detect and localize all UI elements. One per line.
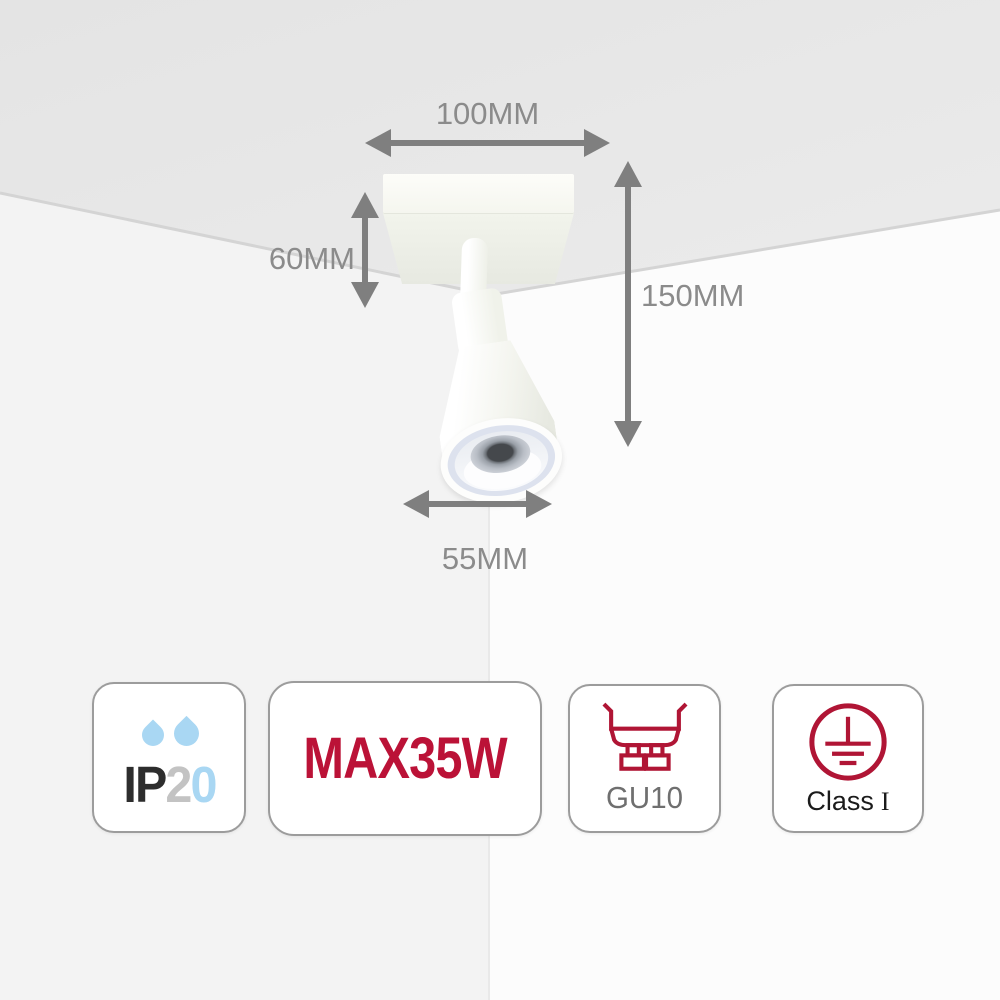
dim-label-plate-depth: 60MM [268,241,355,276]
dim-label-head-width: 55MM [441,541,529,576]
ip-rating-badge: IP20 [92,682,246,833]
dim-label-width: 100MM [435,96,540,131]
earth-ground-icon [809,703,887,781]
ceiling-plane [0,0,1000,295]
mounting-plate [383,174,574,214]
max-wattage-text: MAX35W [303,726,507,791]
ip-rating-text: IP20 [122,756,217,813]
water-drops-icon [94,714,244,758]
dim-label-drop-height: 150MM [641,278,745,313]
lamp-cap-text: GU10 [606,780,683,815]
left-wall [0,193,490,1000]
max-wattage-badge: MAX35W [268,681,542,836]
gu10-bulb-icon [601,702,688,771]
lamp-cap-badge: GU10 [568,684,721,833]
